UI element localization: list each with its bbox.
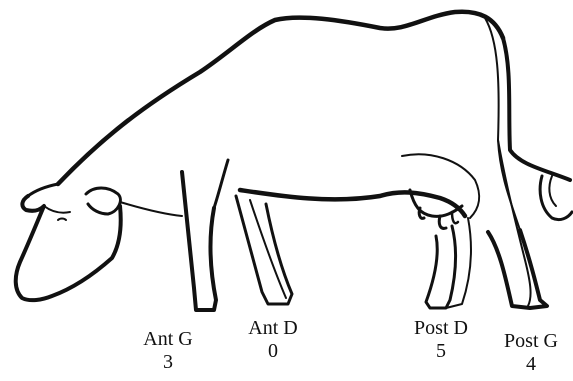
leg-post-d-inner bbox=[445, 217, 472, 309]
cow-teat-1 bbox=[417, 206, 426, 220]
leg-post-d-outline bbox=[424, 224, 458, 310]
leg-score-post-g: 4 bbox=[526, 353, 536, 375]
cow-rump-line bbox=[501, 36, 572, 182]
leg-score-ant-d: 0 bbox=[268, 340, 278, 362]
cow-belly-line bbox=[237, 187, 468, 219]
cow-head-outline bbox=[13, 194, 123, 303]
leg-ant-d-outline bbox=[234, 194, 294, 306]
cow-chest-line bbox=[119, 201, 183, 217]
leg-label-post-d: Post D 5 bbox=[401, 318, 481, 361]
leg-score-post-d: 5 bbox=[436, 340, 446, 362]
cow-back-line bbox=[55, 9, 506, 187]
leg-label-ant-g: Ant G 3 bbox=[136, 329, 200, 372]
leg-post-g-outline bbox=[486, 228, 549, 310]
leg-name-post-g: Post G bbox=[504, 330, 558, 352]
cow-teat-2 bbox=[437, 214, 448, 230]
cow-rump-inner-line bbox=[484, 17, 521, 231]
leg-label-post-g: Post G 4 bbox=[489, 331, 573, 374]
leg-name-post-d: Post D bbox=[414, 317, 468, 339]
leg-label-ant-d: Ant D 0 bbox=[239, 318, 307, 361]
leg-ant-g-outline bbox=[180, 170, 218, 312]
leg-name-ant-d: Ant D bbox=[248, 317, 298, 339]
cow-eye bbox=[57, 217, 67, 221]
cow-jaw-line bbox=[43, 205, 71, 214]
leg-ant-g-inner bbox=[212, 158, 230, 210]
leg-score-ant-g: 3 bbox=[163, 351, 173, 373]
cow-teat-3 bbox=[450, 210, 460, 225]
cow-tail bbox=[538, 174, 573, 222]
cow-tail-tip bbox=[548, 175, 557, 207]
leg-ant-d-inner bbox=[249, 199, 287, 299]
leg-post-g-inner bbox=[497, 139, 532, 307]
cow-flank-line bbox=[401, 153, 481, 219]
cow-ear bbox=[84, 186, 122, 216]
leg-name-ant-g: Ant G bbox=[143, 328, 193, 350]
cow-neck-line bbox=[26, 182, 60, 198]
cow-udder bbox=[408, 188, 464, 218]
